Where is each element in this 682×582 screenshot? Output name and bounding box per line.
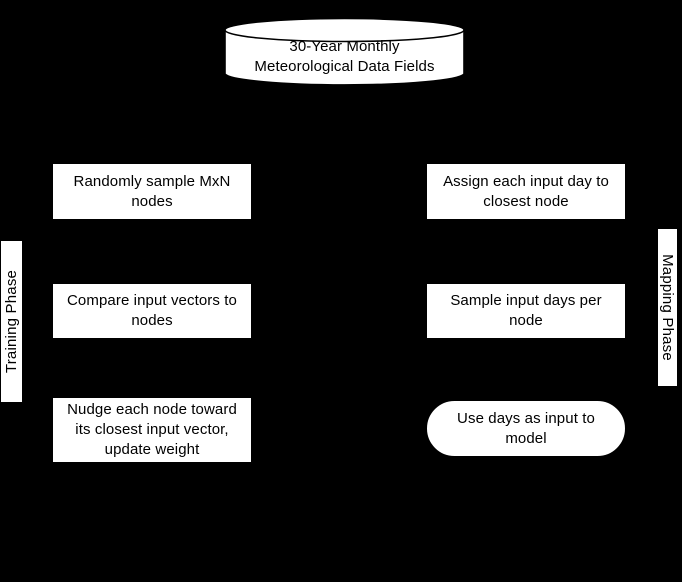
compare-input-vectors[interactable]: Compare input vectors to nodes xyxy=(52,283,252,339)
use-days-as-input[interactable]: Use days as input to model xyxy=(426,400,626,457)
connector-mapping-2-3 xyxy=(524,338,526,400)
training-phase-label: Training Phase xyxy=(0,240,23,403)
step-label: Use days as input to model xyxy=(457,409,595,447)
sample-input-days[interactable]: Sample input days per node xyxy=(426,283,626,339)
connector-store-to-mapping xyxy=(524,87,526,163)
connector-training-1-2 xyxy=(151,220,153,283)
meteorological-data-store[interactable]: 30-Year Monthly Meteorological Data Fiel… xyxy=(224,17,465,87)
training-phase-text: Training Phase xyxy=(3,269,21,374)
step-label: Randomly sample MxN nodes xyxy=(73,172,231,210)
step-label: Sample input days per node xyxy=(450,292,602,329)
datastore-label: 30-Year Monthly Meteorological Data Fiel… xyxy=(254,38,435,75)
step-label: Compare input vectors to nodes xyxy=(67,292,237,329)
nudge-node-update-weight[interactable]: Nudge each node toward its closest input… xyxy=(52,397,252,463)
connector-store-to-training xyxy=(151,87,153,163)
cylinder-icon xyxy=(224,17,465,86)
connector-training-2-3 xyxy=(151,338,153,397)
mapping-phase-label: Mapping Phase xyxy=(657,228,678,387)
step-label: Assign each input day to closest node xyxy=(443,172,609,210)
randomly-sample-nodes[interactable]: Randomly sample MxN nodes xyxy=(52,163,252,220)
assign-input-day[interactable]: Assign each input day to closest node xyxy=(426,163,626,220)
mapping-phase-text: Mapping Phase xyxy=(659,254,676,361)
connector-mapping-1-2 xyxy=(524,220,526,283)
step-label: Nudge each node toward its closest input… xyxy=(67,401,237,458)
